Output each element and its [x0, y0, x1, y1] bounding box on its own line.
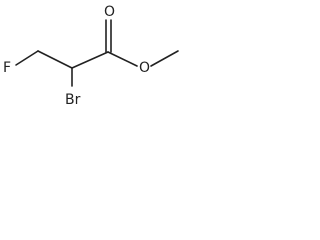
bromine-label: Br — [65, 92, 81, 108]
bond-ch2-chbr — [37, 50, 73, 69]
bond-chbr-carbonyl-c — [71, 51, 109, 69]
chemical-structure: F Br O O — [3, 4, 179, 108]
carbonyl-oxygen-label: O — [104, 4, 115, 20]
fluorine-label: F — [3, 60, 11, 76]
bond-ester-o-methyl — [150, 50, 179, 67]
bond-carbonyl-c-ester-o — [107, 51, 138, 67]
bond-f-ch2 — [15, 50, 39, 66]
ester-oxygen-label: O — [139, 60, 150, 76]
